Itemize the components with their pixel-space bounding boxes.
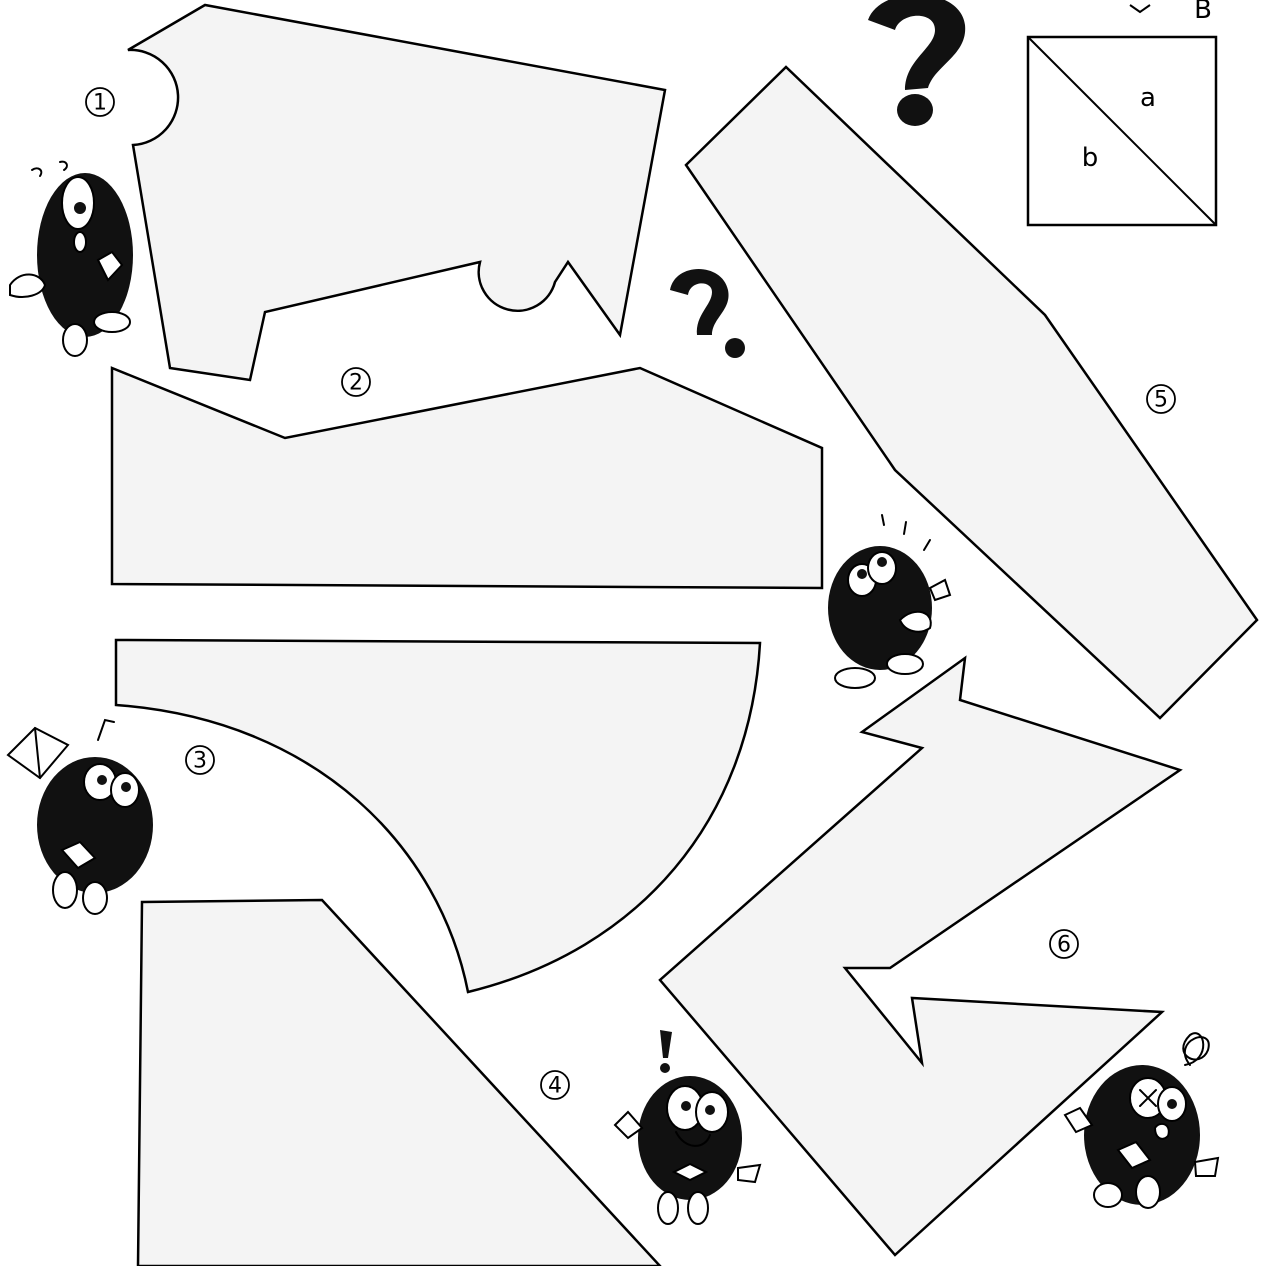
svg-text:6: 6 bbox=[1057, 933, 1071, 958]
puzzle-piece-4[interactable] bbox=[138, 900, 660, 1266]
piece-number-6: 6 bbox=[1050, 930, 1078, 958]
puzzle-piece-1[interactable] bbox=[128, 5, 665, 380]
character-2-icon bbox=[828, 515, 950, 688]
svg-text:2: 2 bbox=[349, 371, 363, 396]
character-3-icon bbox=[8, 720, 153, 914]
svg-text:5: 5 bbox=[1154, 388, 1168, 413]
legend-label-a: a bbox=[1140, 83, 1156, 113]
piece-number-1: 1 bbox=[86, 88, 114, 116]
legend-square: a b B bbox=[1028, 0, 1216, 225]
question-mark-small bbox=[670, 269, 745, 358]
piece-number-5: 5 bbox=[1147, 385, 1175, 413]
legend-label-b: b bbox=[1082, 143, 1099, 173]
piece-number-2: 2 bbox=[342, 368, 370, 396]
svg-text:3: 3 bbox=[193, 749, 207, 774]
character-1-icon bbox=[10, 162, 133, 356]
puzzle-piece-2[interactable] bbox=[112, 368, 822, 588]
svg-text:4: 4 bbox=[548, 1074, 562, 1099]
piece-number-4: 4 bbox=[541, 1071, 569, 1099]
question-mark-large bbox=[868, 0, 965, 126]
piece-number-3: 3 bbox=[186, 746, 214, 774]
svg-text:1: 1 bbox=[93, 91, 107, 116]
legend-corner-label: B bbox=[1194, 0, 1212, 25]
diamond-icon bbox=[1130, 5, 1150, 12]
